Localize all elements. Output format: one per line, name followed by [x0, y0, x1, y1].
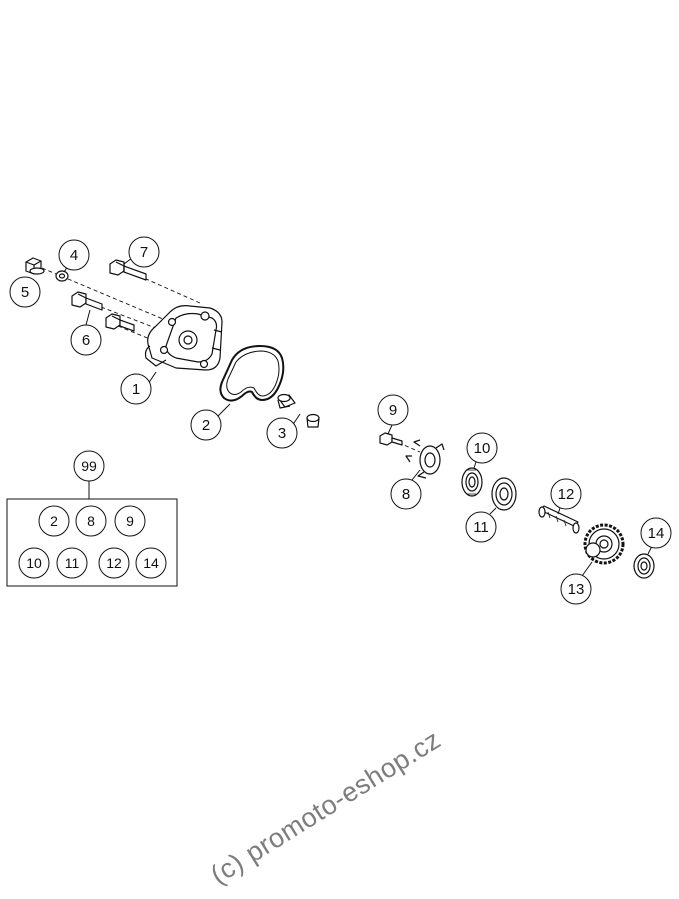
kit-contents: 2 8 9 10 11 12 — [18, 505, 167, 579]
callout-12[interactable]: 12 — [550, 478, 582, 515]
callout-4-number: 4 — [70, 247, 78, 264]
callout-99[interactable]: 99 — [73, 450, 105, 499]
part-1-pump-cover — [144, 305, 223, 371]
callout-9-number: 9 — [389, 402, 397, 419]
kit-item-number: 2 — [50, 513, 58, 529]
callout-11-number: 11 — [473, 519, 489, 536]
callout-2[interactable]: 2 — [190, 403, 231, 441]
callout-9[interactable]: 9 — [377, 394, 409, 435]
callout-11[interactable]: 11 — [465, 507, 497, 543]
part-11-bearing — [491, 477, 517, 511]
part-9-screw — [379, 432, 403, 446]
callout-13-number: 13 — [568, 581, 585, 598]
kit-item-number: 9 — [126, 513, 134, 529]
callout-5[interactable]: 5 — [9, 276, 41, 308]
callout-6-number: 6 — [82, 332, 90, 349]
callout-8-number: 8 — [402, 486, 410, 503]
kit-item-number: 11 — [65, 555, 80, 571]
part-13-gear — [583, 523, 625, 565]
part-6-bolt-a — [71, 291, 103, 311]
callout-7-number: 7 — [140, 244, 148, 261]
part-6-bolt-b — [105, 313, 135, 332]
part-14-bearing — [633, 553, 655, 579]
callout-14[interactable]: 14 — [640, 517, 672, 555]
kit-number: 99 — [81, 458, 97, 474]
kit-item[interactable]: 9 — [114, 505, 146, 537]
kit-item-number: 12 — [106, 555, 122, 571]
part-3-dowel-pin-a — [277, 393, 296, 409]
part-4-washer — [55, 270, 69, 282]
kit-item[interactable]: 10 — [18, 547, 50, 579]
part-8-impeller — [405, 439, 445, 479]
callout-8[interactable]: 8 — [390, 469, 422, 510]
callout-4[interactable]: 4 — [58, 239, 90, 273]
kit-item[interactable]: 12 — [98, 547, 130, 579]
callout-10-number: 10 — [474, 440, 491, 457]
kit-group: 99 2 8 9 10 11 — [6, 450, 178, 587]
part-3-dowel-pin-b — [306, 413, 320, 428]
kit-item[interactable]: 2 — [38, 505, 70, 537]
callout-13[interactable]: 13 — [560, 561, 593, 605]
watermark: (c) promoto-eshop.cz — [205, 724, 446, 890]
kit-item-number: 8 — [87, 513, 95, 529]
parts-illustration — [25, 257, 655, 579]
callouts: 1 2 3 4 5 6 7 — [9, 236, 672, 605]
callout-6[interactable]: 6 — [70, 309, 102, 356]
callout-3-number: 3 — [278, 425, 286, 442]
callout-12-number: 12 — [558, 486, 575, 503]
kit-item[interactable]: 14 — [135, 547, 167, 579]
kit-item[interactable]: 11 — [56, 547, 88, 579]
callout-2-number: 2 — [202, 417, 210, 434]
callout-1-number: 1 — [132, 381, 140, 398]
kit-item[interactable]: 8 — [75, 505, 107, 537]
callout-10[interactable]: 10 — [466, 432, 498, 469]
part-2-gasket — [219, 345, 285, 402]
kit-item-number: 14 — [143, 555, 159, 571]
callout-1[interactable]: 1 — [120, 371, 157, 405]
kit-item-number: 10 — [26, 555, 42, 571]
callout-3[interactable]: 3 — [266, 413, 301, 449]
part-12-shaft — [538, 505, 580, 534]
part-7-bolt — [109, 259, 147, 281]
part-5-bolt — [25, 257, 45, 275]
callout-14-number: 14 — [648, 525, 665, 542]
part-10-bearing — [461, 467, 483, 497]
callout-7[interactable]: 7 — [123, 236, 160, 268]
callout-5-number: 5 — [21, 284, 29, 301]
